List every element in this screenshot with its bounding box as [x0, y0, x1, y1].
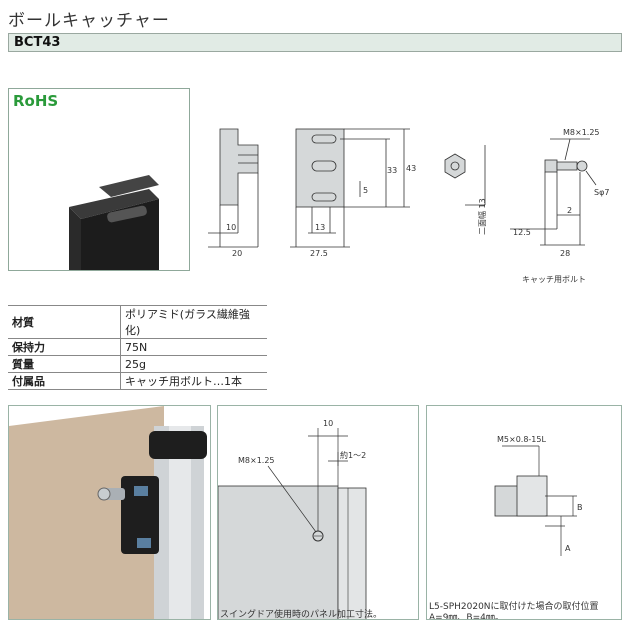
profile-drawing: M5×0.8-15L B A [494, 435, 583, 556]
dim-12-5: 12.5 [513, 228, 531, 237]
installation-photo [8, 405, 211, 620]
spec-row: 付属品キャッチ用ボルト…1本 [8, 372, 267, 390]
product-photo: RoHS [8, 88, 190, 271]
screw-label: M5×0.8-15L [497, 435, 546, 444]
dim-5: 5 [363, 186, 368, 195]
model-number: BCT43 [14, 35, 61, 50]
dim-43: 43 [406, 164, 416, 173]
gap-dimension: 約1～2 [340, 450, 366, 460]
product-illustration [69, 175, 159, 270]
label-b: B [577, 503, 583, 512]
panel2-caption: スイングドア使用時のパネル加工寸法。 [220, 610, 383, 620]
installation-illustration [9, 406, 207, 619]
bolt-sphere: Sφ7 [594, 188, 609, 197]
dim-20: 20 [232, 249, 242, 258]
dim-28: 28 [560, 249, 570, 258]
spec-value: キャッチ用ボルト…1本 [120, 372, 267, 390]
label-a: A [565, 544, 571, 553]
profile-mounting-diagram: M5×0.8-15L B A L5-SPH2020Nに取付けた場合の取付位置 A… [426, 405, 622, 620]
spec-value: ポリアミド(ガラス繊維強化) [120, 305, 267, 339]
rohs-badge: RoHS [13, 92, 59, 110]
model-bar: BCT43 [8, 33, 622, 52]
dim-10: 10 [323, 419, 333, 428]
bolt-thread: M8×1.25 [563, 128, 600, 137]
spec-row: 材質ポリアミド(ガラス繊維強化) [8, 305, 267, 339]
technical-drawing: 10 20 13 27.5 5 33 43 二面幅 13 M8×1.25 Sφ7… [208, 128, 609, 284]
spec-key: 質量 [8, 355, 121, 373]
dim-27-5: 27.5 [310, 249, 328, 258]
dim-33: 33 [387, 166, 397, 175]
panel3-caption-line1: L5-SPH2020Nに取付けた場合の取付位置 [429, 602, 599, 612]
panel3-caption-line2: A=9㎜、B=4㎜。 [429, 613, 504, 620]
dim-2: 2 [567, 206, 572, 215]
dim-13: 13 [315, 223, 325, 232]
spec-key: 保持力 [8, 338, 121, 356]
dim-10: 10 [226, 223, 236, 232]
spec-value: 75N [120, 338, 267, 356]
panel-drawing: 10 約1～2 M8×1.25 [218, 419, 367, 619]
thread-label: M8×1.25 [238, 456, 275, 465]
spec-key: 材質 [8, 305, 121, 339]
spec-value: 25g [120, 355, 267, 373]
page-title: ボールキャッチャー [8, 11, 170, 31]
dim-width-across: 二面幅 13 [477, 198, 487, 235]
panel-machining-diagram: 10 約1～2 M8×1.25 スイングドア使用時のパネル加工寸法。 [217, 405, 419, 620]
bolt-caption: キャッチ用ボルト [522, 275, 586, 284]
spec-key: 付属品 [8, 372, 121, 390]
